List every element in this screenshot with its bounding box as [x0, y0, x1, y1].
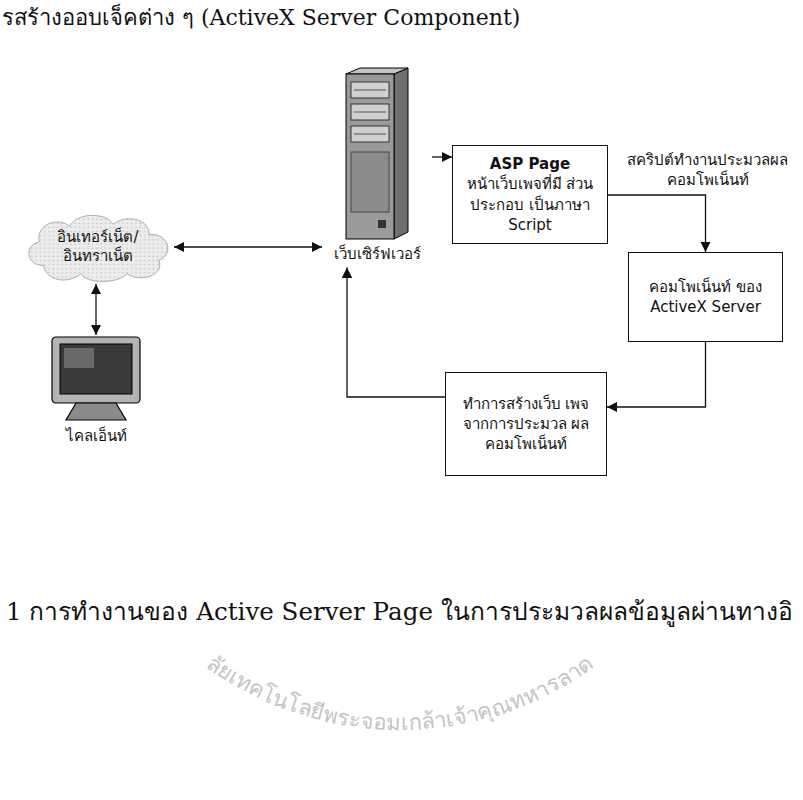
server-icon — [342, 66, 412, 241]
edge-label: สคริปต์ทำงานประมวลผล คอมโพเน็นท์ — [614, 150, 801, 191]
web-server: เว็บเซิร์ฟเวอร์ — [322, 66, 432, 268]
node-text: คอมโพเน็นท์ ของ ActiveX Server — [637, 277, 774, 318]
figure-caption: 1 การทำงานของ Active Server Page ในการปร… — [4, 592, 795, 631]
node-text: เว็บเซิร์ฟเวอร์ — [322, 245, 432, 265]
flow-arrow — [607, 342, 706, 407]
watermark-text: ลัยเทคโนโลยีพระจอมเกล้าเจ้าคุณทหารลาด — [202, 650, 597, 735]
network-cloud: อินเทอร์เน็ต/ อินทราเน็ต — [22, 210, 174, 284]
process-box: ASP Pageหน้าเว็บเพจที่มี ส่วนประกอบ เป็น… — [452, 145, 608, 244]
computer-icon — [46, 335, 146, 423]
flow-arrow — [95, 284, 96, 335]
flow-arrow — [432, 156, 452, 157]
page-title: รสร้างออบเจ็คต่าง ๆ (ActiveX Server Comp… — [0, 0, 522, 35]
flow-arrow — [608, 195, 706, 252]
component-box: คอมโพเน็นท์ ของ ActiveX Server — [628, 252, 783, 342]
flow-arrow — [174, 246, 322, 247]
node-text: อินเทอร์เน็ต/ อินทราเน็ต — [42, 228, 154, 267]
process-box: ทำการสร้างเว็บ เพจจากการประมวล ผลคอมโพเน… — [445, 372, 607, 476]
node-text: หน้าเว็บเพจที่มี ส่วนประกอบ เป็นภาษา Scr… — [461, 174, 599, 235]
box-heading: ASP Page — [461, 154, 599, 174]
client-computer: ไคลเอ็นท์ — [40, 335, 152, 450]
node-text: ทำการสร้างเว็บ เพจจากการประมวล ผลคอมโพเน… — [454, 394, 598, 455]
flow-arrow — [347, 268, 445, 398]
node-text: ไคลเอ็นท์ — [40, 427, 152, 447]
